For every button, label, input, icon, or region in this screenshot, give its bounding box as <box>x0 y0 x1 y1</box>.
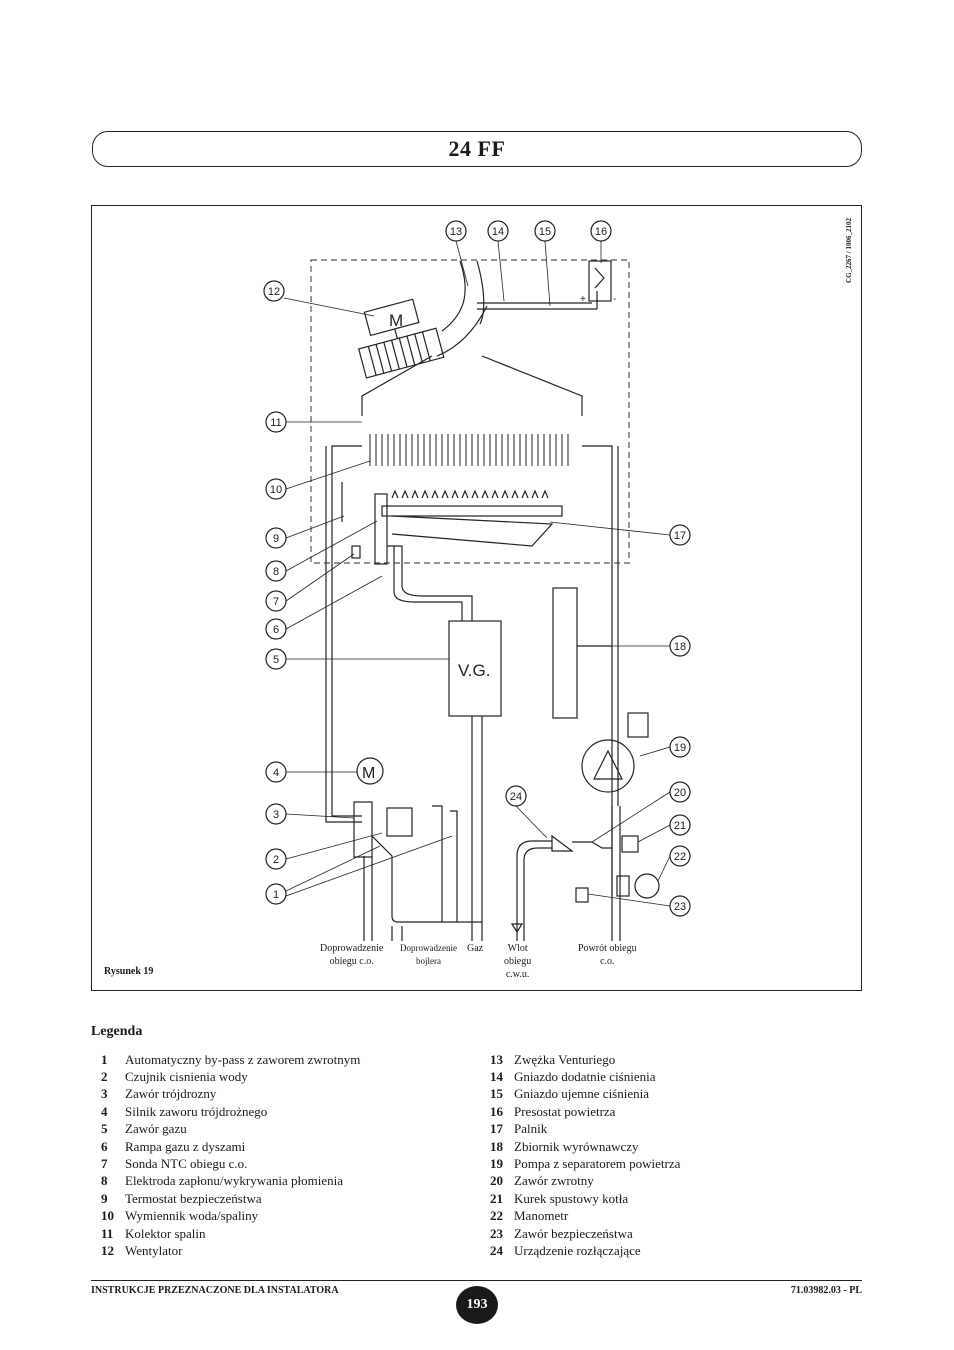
svg-text:10: 10 <box>270 484 282 496</box>
connection-label-gas: Gaz <box>467 943 484 954</box>
three-way-valve <box>353 801 373 858</box>
svg-text:M: M <box>362 765 375 782</box>
boiler-diagram: M + - <box>91 205 862 991</box>
svg-text:6: 6 <box>273 624 279 636</box>
casing-outline <box>310 259 630 564</box>
page-title-box: 24 FF <box>92 131 862 167</box>
svg-text:11: 11 <box>270 417 281 429</box>
page-number-badge: 193 <box>456 1286 498 1324</box>
svg-text:9: 9 <box>273 533 279 545</box>
callouts: 12 13 14 15 16 11 10 9 8 7 6 5 17 18 19 … <box>263 220 691 917</box>
legend-title: Legenda <box>91 1024 143 1039</box>
svg-text:15: 15 <box>539 226 551 238</box>
fan <box>357 298 445 379</box>
svg-text:12: 12 <box>268 286 280 298</box>
svg-text:3: 3 <box>273 809 279 821</box>
svg-text:5: 5 <box>273 654 279 666</box>
svg-text:4: 4 <box>273 767 279 779</box>
page-title: 24 FF <box>448 136 506 161</box>
svg-text:18: 18 <box>674 641 686 653</box>
heat-exchanger <box>369 434 569 466</box>
safety-valve <box>575 887 589 903</box>
figure-code: CG_2267 / 1006_2102 <box>845 218 853 283</box>
svg-text:+: + <box>580 294 586 305</box>
figure-caption: Rysunek 19 <box>104 966 154 977</box>
svg-text:13: 13 <box>450 226 462 238</box>
svg-text:8: 8 <box>273 566 279 578</box>
footer-document-code: 71.03982.03 - PL <box>790 1285 862 1296</box>
legend-column-left: 1 Automatyczny by-pass z zaworem zwrotny… <box>91 1051 451 1260</box>
svg-text:17: 17 <box>674 530 686 542</box>
pressostat-body <box>588 260 612 302</box>
svg-text:-: - <box>613 294 616 305</box>
footer-left-text: INSTRUKCJE PRZEZNACZONE DLA INSTALATORA <box>91 1285 339 1296</box>
pump <box>581 739 635 793</box>
burner <box>381 489 563 547</box>
footer-divider <box>91 1280 862 1281</box>
svg-text:14: 14 <box>492 226 504 238</box>
svg-text:16: 16 <box>595 226 607 238</box>
svg-text:2: 2 <box>273 854 279 866</box>
diagram-svg: M + - <box>263 220 691 941</box>
svg-text:19: 19 <box>674 742 686 754</box>
expansion-vessel <box>552 587 578 719</box>
svg-text:20: 20 <box>674 787 686 799</box>
legend-item: 1 Automatyczny by-pass z zaworem zwrotny… <box>101 1051 361 1067</box>
svg-text:1: 1 <box>273 889 279 901</box>
svg-text:24: 24 <box>510 791 522 803</box>
gas-valve <box>448 620 502 717</box>
svg-text:23: 23 <box>674 901 686 913</box>
gas-valve-label: V.G. <box>458 661 490 680</box>
three-way-motor <box>356 757 384 785</box>
svg-text:7: 7 <box>273 596 279 608</box>
manometer <box>634 873 660 899</box>
svg-text:21: 21 <box>674 820 686 832</box>
gas-ramp <box>374 493 388 565</box>
fan-motor-label: M <box>389 311 403 330</box>
svg-text:22: 22 <box>674 851 686 863</box>
